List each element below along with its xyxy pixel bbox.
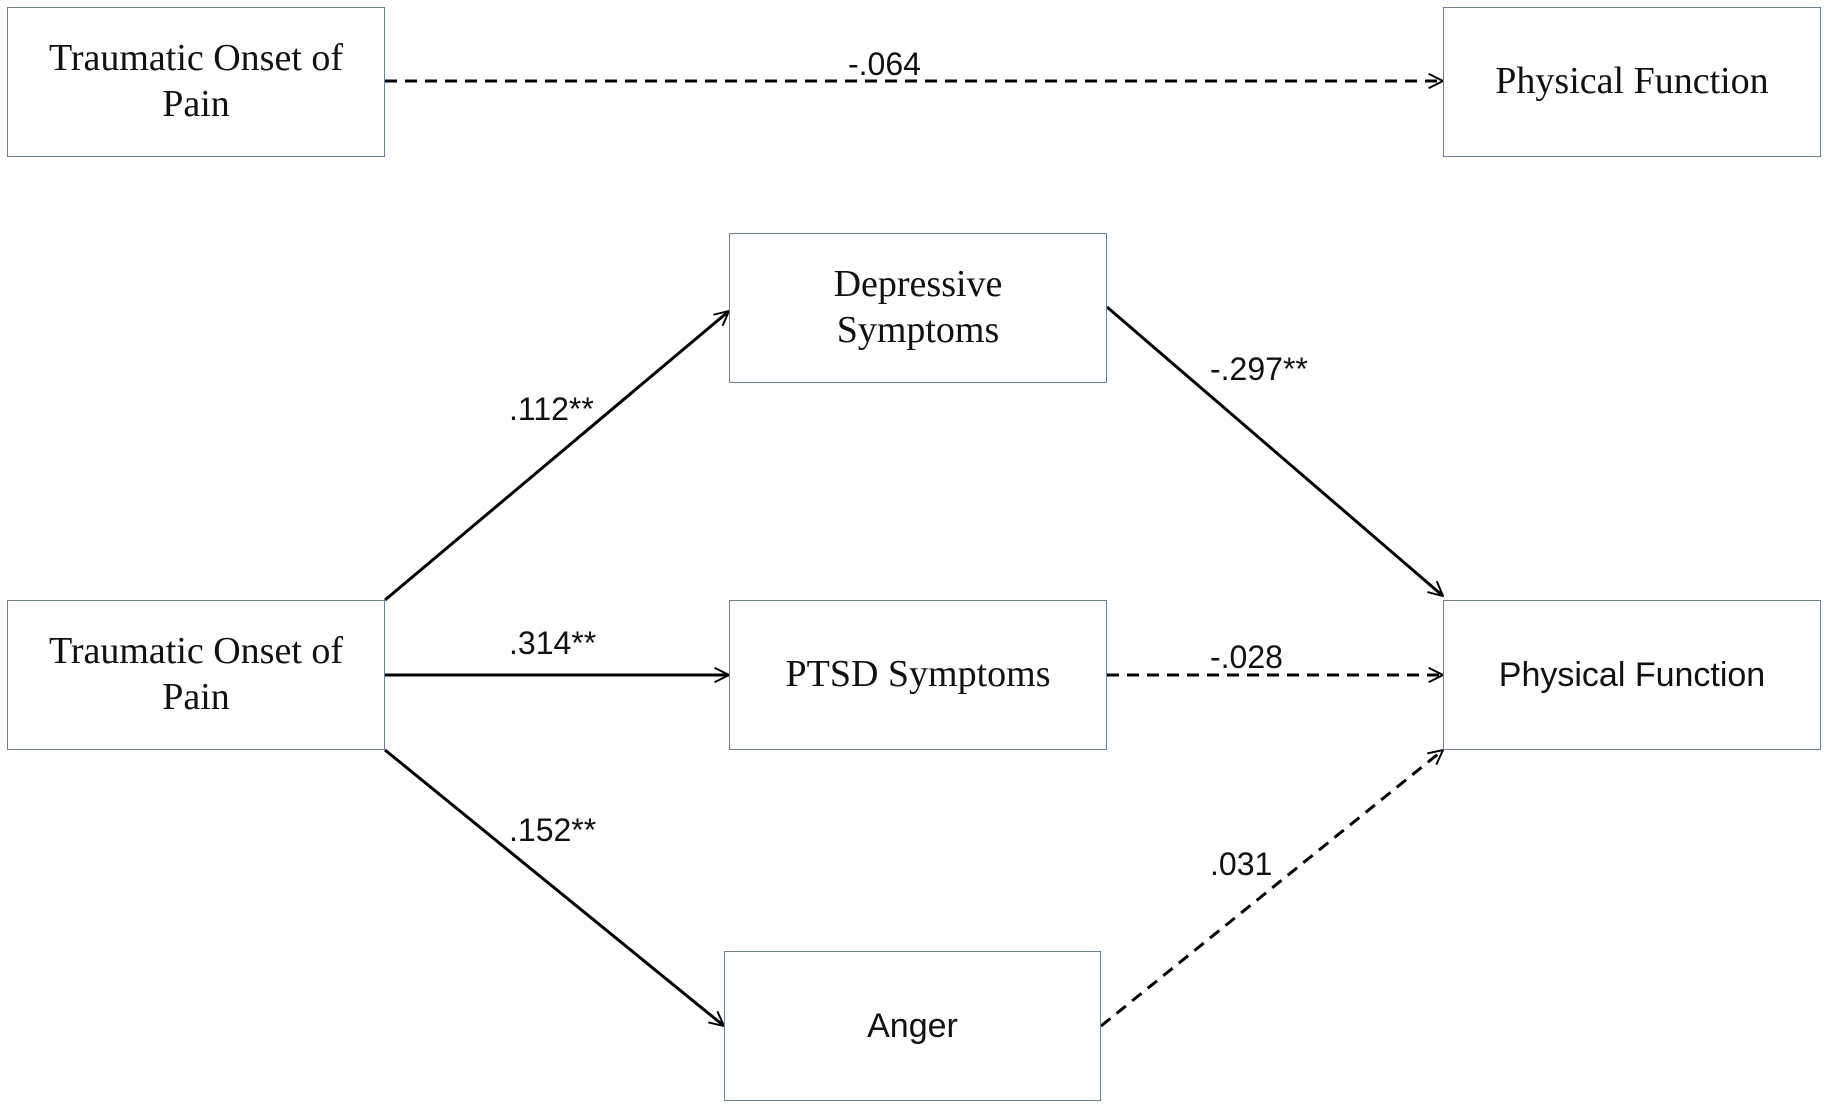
arrow-onset-to-anger bbox=[384, 748, 724, 1026]
arrow-onset-to-depressive bbox=[384, 311, 729, 602]
node-top-traumatic-onset: Traumatic Onset of Pain bbox=[7, 7, 385, 157]
node-anger: Anger bbox=[724, 951, 1101, 1101]
node-traumatic-onset-line1: Traumatic Onset of bbox=[48, 630, 344, 673]
coefficient-onset-to-depressive: .112** bbox=[509, 391, 594, 427]
arrow-anger-to-function bbox=[1100, 750, 1443, 1028]
node-top-physical-function-label: Physical Function bbox=[1495, 60, 1769, 103]
node-traumatic-onset-line2: Pain bbox=[162, 676, 230, 718]
node-ptsd-symptoms-label: PTSD Symptoms bbox=[785, 653, 1051, 696]
node-ptsd-symptoms: PTSD Symptoms bbox=[729, 600, 1107, 750]
coefficient-onset-to-anger: .152** bbox=[509, 812, 597, 848]
node-physical-function: Physical Function bbox=[1443, 600, 1821, 750]
coefficient-depressive-to-function: -.297** bbox=[1210, 351, 1308, 387]
node-depressive-symptoms-line2: Symptoms bbox=[836, 309, 1000, 351]
coefficient-onset-to-ptsd: .314** bbox=[509, 625, 597, 661]
arrow-depressive-to-function bbox=[1106, 305, 1443, 596]
node-top-traumatic-onset-line2: Pain bbox=[162, 83, 230, 125]
node-anger-label: Anger bbox=[867, 1006, 958, 1045]
coefficient-ptsd-to-function: -.028 bbox=[1210, 639, 1283, 675]
coefficient-anger-to-function: .031 bbox=[1210, 846, 1273, 882]
coefficient-total-effect: -.064 bbox=[848, 46, 921, 82]
node-traumatic-onset: Traumatic Onset of Pain bbox=[7, 600, 385, 750]
node-physical-function-label: Physical Function bbox=[1498, 655, 1766, 694]
node-top-physical-function: Physical Function bbox=[1443, 7, 1821, 157]
node-top-traumatic-onset-line1: Traumatic Onset of bbox=[48, 37, 344, 80]
node-depressive-symptoms-line1: Depressive bbox=[833, 263, 1003, 306]
node-depressive-symptoms: Depressive Symptoms bbox=[729, 233, 1107, 383]
